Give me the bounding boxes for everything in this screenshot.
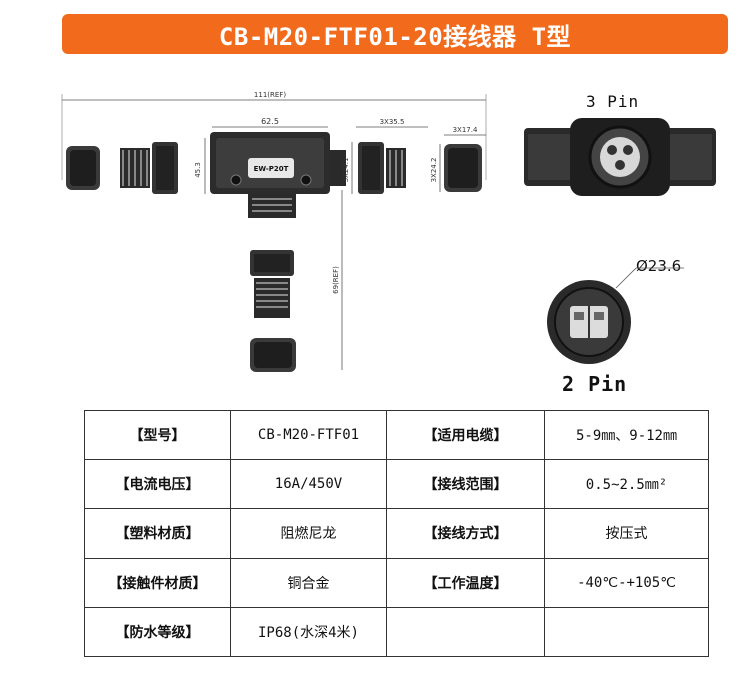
spec-value: 阻燃尼龙 xyxy=(230,508,387,559)
dim-side1: 3X35.5 xyxy=(380,118,405,126)
spec-key: 【适用电缆】 xyxy=(386,409,545,461)
table-row: 【防水等级】 IP68(水深4米) xyxy=(84,606,709,658)
spec-value: 0.5~2.5㎜² xyxy=(544,459,709,510)
spec-key: 【接触件材质】 xyxy=(84,557,231,608)
spec-key: 【接线方式】 xyxy=(386,508,545,559)
dim-d2: 3X24.2 xyxy=(430,158,438,183)
spec-value: 铜合金 xyxy=(230,557,387,608)
spec-key: 【接线范围】 xyxy=(386,459,545,510)
2-pin-end-view xyxy=(547,267,684,364)
spec-key: 【型号】 xyxy=(84,409,231,461)
spec-value: IP68(水深4米) xyxy=(230,606,387,658)
table-row: 【塑料材质】 阻燃尼龙 【接线方式】 按压式 xyxy=(84,508,709,559)
spec-value: 16A/450V xyxy=(230,459,387,510)
2-pin-label: 2 Pin xyxy=(562,372,628,396)
body-label: EW-P20T xyxy=(254,165,289,173)
spec-key: 【塑料材质】 xyxy=(84,508,231,559)
dim-body: 62.5 xyxy=(261,117,279,126)
spec-value: CB-M20-FTF01 xyxy=(230,409,387,461)
spec-key xyxy=(386,606,545,658)
3-pin-label: 3 Pin xyxy=(586,92,640,111)
t-connector-drawing: 111(REF) 62.5 3X35.5 3X17.4 EW-P20T 45.3… xyxy=(61,91,487,372)
page-title: CB-M20-FTF01-20接线器 T型 xyxy=(62,14,728,54)
dim-d1: 3X24.1 xyxy=(342,158,350,183)
table-row: 【接触件材质】 铜合金 【工作温度】 -40℃-+105℃ xyxy=(84,557,709,608)
dim-side2: 3X17.4 xyxy=(453,126,478,134)
3-pin-end-view xyxy=(524,118,716,196)
spec-key: 【工作温度】 xyxy=(386,557,545,608)
spec-key: 【防水等级】 xyxy=(84,606,231,658)
spec-value: 5-9㎜、9-12㎜ xyxy=(544,409,709,461)
diameter-label: Ø23.6 xyxy=(636,257,682,275)
spec-table: 【型号】 CB-M20-FTF01 【适用电缆】 5-9㎜、9-12㎜ 【电流电… xyxy=(84,409,709,658)
dim-total: 111(REF) xyxy=(254,91,286,99)
dim-height: 45.3 xyxy=(194,162,202,178)
table-row: 【型号】 CB-M20-FTF01 【适用电缆】 5-9㎜、9-12㎜ xyxy=(84,409,709,461)
spec-value: 按压式 xyxy=(544,508,709,559)
spec-key: 【电流电压】 xyxy=(84,459,231,510)
spec-value xyxy=(544,606,709,658)
table-row: 【电流电压】 16A/450V 【接线范围】 0.5~2.5㎜² xyxy=(84,459,709,510)
spec-value: -40℃-+105℃ xyxy=(544,557,709,608)
dim-vert: 69(REF) xyxy=(332,266,340,294)
